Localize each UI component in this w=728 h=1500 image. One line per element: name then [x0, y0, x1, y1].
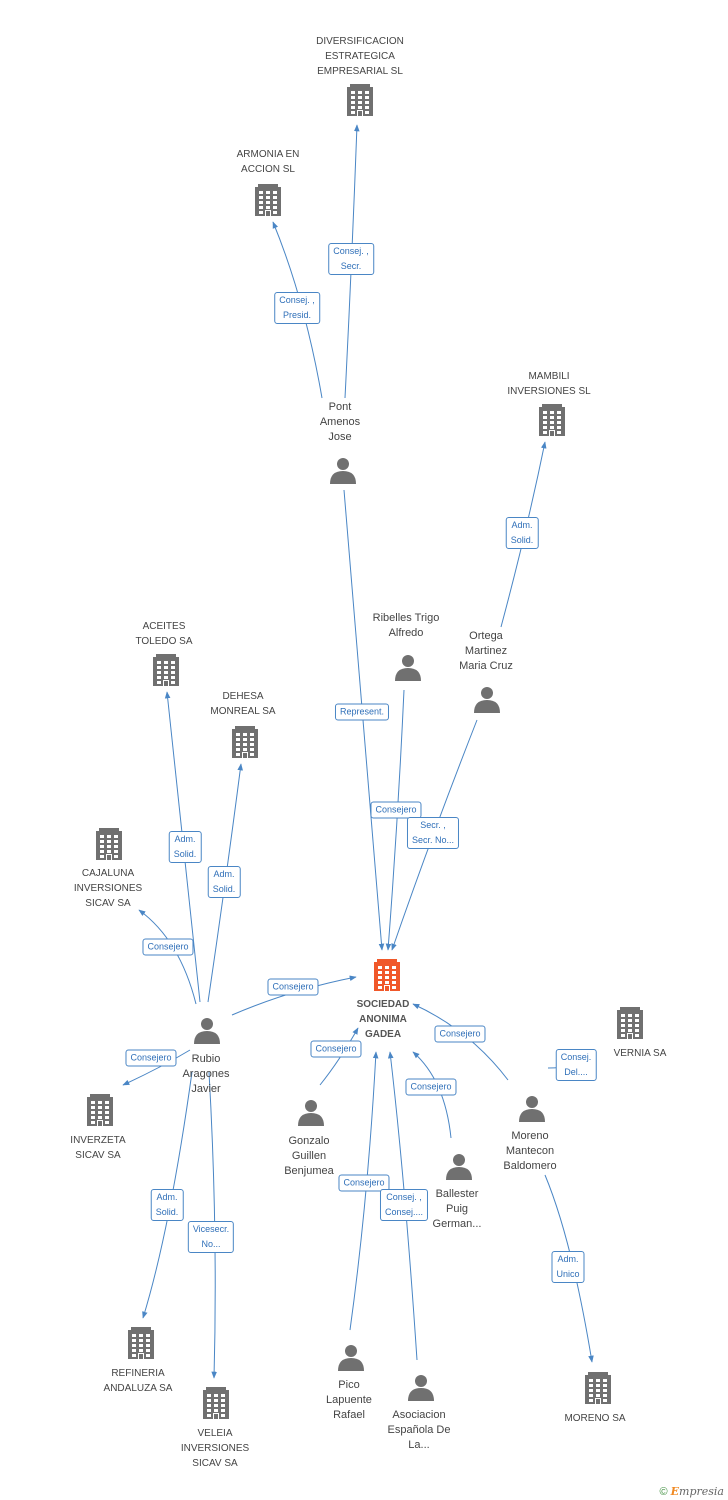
node-label-refineria[interactable]: REFINERIA ANDALUZA SA — [103, 1368, 173, 1394]
node-label-inverzeta[interactable]: INVERZETA SICAV SA — [70, 1135, 126, 1161]
node-label-pont[interactable]: Pont Amenos Jose — [319, 401, 361, 443]
building-icon-veleia[interactable] — [203, 1387, 229, 1419]
person-icon-ribelles[interactable] — [395, 655, 421, 681]
edge-ribelles-to-center — [385, 689, 405, 951]
edge-label-moreno-to-center[interactable]: Consejero — [434, 1025, 486, 1043]
edge-label-ortega-to-mambili[interactable]: Adm. Solid. — [505, 517, 539, 549]
edge-label-asociacion-to-center[interactable]: Consej. , Consej.... — [379, 1189, 429, 1221]
building-icon-diversificacion[interactable] — [347, 84, 373, 116]
node-label-aceites[interactable]: ACEITES TOLEDO SA — [135, 621, 193, 647]
person-icon-pico[interactable] — [338, 1345, 364, 1371]
node-label-rubio[interactable]: Rubio Aragones Javier — [182, 1053, 230, 1095]
node-label-vernia[interactable]: VERNIA SA — [613, 1048, 667, 1059]
edge-label-rubio-to-center[interactable]: Consejero — [267, 978, 319, 996]
person-icon-rubio[interactable] — [194, 1018, 220, 1044]
building-icon-armonia[interactable] — [255, 184, 281, 216]
node-label-pico[interactable]: Pico Lapuente Rafael — [326, 1379, 372, 1421]
edge-label-pont-to-center[interactable]: Represent. — [334, 703, 390, 721]
node-label-asociacion[interactable]: Asociacion Española De La... — [387, 1409, 451, 1451]
edge-label-pont-to-diversificacion[interactable]: Consej. , Secr. — [328, 243, 374, 275]
edge-label-moreno-to-morenosa[interactable]: Adm. Unico — [551, 1251, 585, 1283]
edge-label-ribelles-to-center[interactable]: Consejero — [370, 801, 422, 819]
node-label-diversificacion[interactable]: DIVERSIFICACION ESTRATEGICA EMPRESARIAL … — [316, 36, 404, 77]
building-icon-morenosa[interactable] — [585, 1372, 611, 1404]
person-icon-ballester[interactable] — [446, 1154, 472, 1180]
edge-label-rubio-to-dehesa[interactable]: Adm. Solid. — [207, 866, 241, 898]
edge-label-ortega-to-center[interactable]: Secr. , Secr. No... — [406, 817, 460, 849]
edge-label-gonzalo-to-center[interactable]: Consejero — [310, 1040, 362, 1058]
building-icon-vernia[interactable] — [617, 1007, 643, 1039]
edge-gonzalo-to-center — [319, 1027, 359, 1086]
node-label-mambili[interactable]: MAMBILI INVERSIONES SL — [507, 371, 591, 397]
building-icon-center[interactable] — [374, 959, 400, 991]
node-label-veleia[interactable]: VELEIA INVERSIONES SICAV SA — [180, 1428, 250, 1469]
edge-label-rubio-to-aceites[interactable]: Adm. Solid. — [168, 831, 202, 863]
node-label-dehesa[interactable]: DEHESA MONREAL SA — [210, 691, 276, 717]
person-icon-moreno[interactable] — [519, 1096, 545, 1122]
building-icon-aceites[interactable] — [153, 654, 179, 686]
edge-label-moreno-to-vernia[interactable]: Consej. Del.... — [555, 1049, 597, 1081]
node-label-gonzalo[interactable]: Gonzalo Guillen Benjumea — [284, 1135, 334, 1177]
node-label-center[interactable]: SOCIEDAD ANONIMA GADEA — [356, 999, 410, 1040]
edge-pico-to-center — [349, 1051, 379, 1331]
building-icon-inverzeta[interactable] — [87, 1094, 113, 1126]
building-icon-mambili[interactable] — [539, 404, 565, 436]
node-label-armonia[interactable]: ARMONIA EN ACCION SL — [236, 149, 300, 175]
edge-label-rubio-to-cajaluna[interactable]: Consejero — [142, 938, 194, 956]
person-icon-pont[interactable] — [330, 458, 356, 484]
footer-brand: © Empresia — [659, 1485, 724, 1498]
node-label-ortega[interactable]: Ortega Martinez Maria Cruz — [459, 630, 513, 672]
node-label-moreno[interactable]: Moreno Mantecon Baldomero — [503, 1130, 557, 1172]
building-icon-dehesa[interactable] — [232, 726, 258, 758]
edge-label-ballester-to-center[interactable]: Consejero — [405, 1078, 457, 1096]
building-icon-refineria[interactable] — [128, 1327, 154, 1359]
edge-label-pont-to-armonia[interactable]: Consej. , Presid. — [274, 292, 320, 324]
edge-label-rubio-to-veleia[interactable]: Vicesecr. No... — [187, 1221, 235, 1253]
edge-label-rubio-to-inverzeta[interactable]: Consejero — [125, 1049, 177, 1067]
edge-rubio-to-inverzeta — [122, 1049, 191, 1086]
person-icon-ortega[interactable] — [474, 687, 500, 713]
node-label-morenosa[interactable]: MORENO SA — [564, 1413, 626, 1424]
edge-rubio-to-cajaluna — [138, 909, 197, 1005]
person-icon-gonzalo[interactable] — [298, 1100, 324, 1126]
person-icon-asociacion[interactable] — [408, 1375, 434, 1401]
edge-label-rubio-to-refineria[interactable]: Adm. Solid. — [150, 1189, 184, 1221]
edge-label-pico-to-center[interactable]: Consejero — [338, 1174, 390, 1192]
building-icon-cajaluna[interactable] — [96, 828, 122, 860]
node-label-ballester[interactable]: Ballester Puig German... — [432, 1188, 482, 1230]
node-label-cajaluna[interactable]: CAJALUNA INVERSIONES SICAV SA — [73, 868, 143, 909]
empresia-logo[interactable]: Empresia — [670, 1485, 724, 1498]
node-label-ribelles[interactable]: Ribelles Trigo Alfredo — [372, 612, 440, 639]
copyright-symbol: © — [659, 1486, 668, 1498]
